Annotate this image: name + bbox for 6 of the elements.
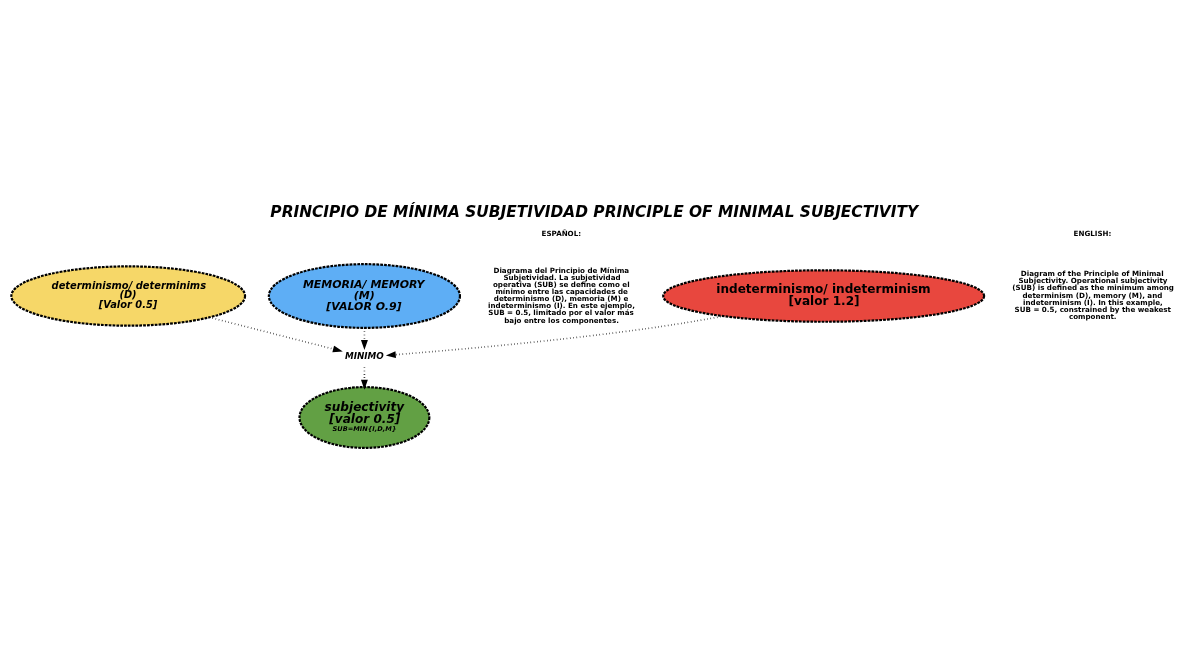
node-ellipse: MEMORIA/ MEMORY (M) [VALOR O.9] — [267, 262, 462, 329]
diagram-title: PRINCIPIO DE MÍNIMA SUBJETIVIDAD PRINCIPLE OF MINIMAL SUBJECTIVITY — [270, 202, 919, 221]
arrow — [208, 316, 343, 352]
node-text: MINIMO — [344, 350, 384, 361]
node-ellipse: determinismo/ determinims (D) [Valor 0.5] — [10, 264, 247, 327]
node-ellipse: indeterminismo/ indeterminism [valor 1.2] — [662, 268, 986, 323]
